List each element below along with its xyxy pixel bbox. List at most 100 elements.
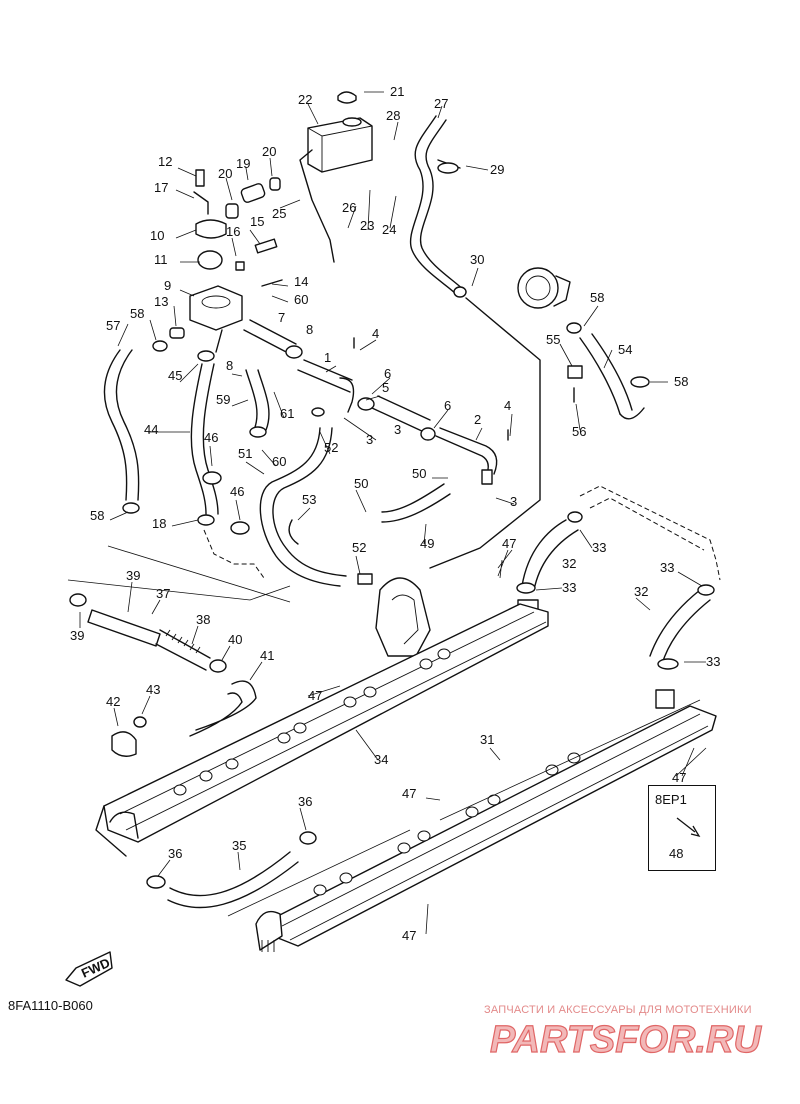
variant-box: 8EP1 48 [648, 785, 716, 871]
callout-47: 47 [502, 536, 516, 551]
callout-18: 18 [152, 516, 166, 531]
callout-45: 45 [168, 368, 182, 383]
callout-29: 29 [490, 162, 504, 177]
callout-12: 12 [158, 154, 172, 169]
callout-60: 60 [294, 292, 308, 307]
callout-36: 36 [168, 846, 182, 861]
callout-13: 13 [154, 294, 168, 309]
callout-47: 47 [308, 688, 322, 703]
callout-40: 40 [228, 632, 242, 647]
callout-3: 3 [394, 422, 401, 437]
callout-3: 3 [366, 432, 373, 447]
callout-35: 35 [232, 838, 246, 853]
callout-58: 58 [590, 290, 604, 305]
leader-lines [79, 91, 707, 935]
callout-56: 56 [572, 424, 586, 439]
callout-33: 33 [706, 654, 720, 669]
callout-17: 17 [154, 180, 168, 195]
callout-52: 52 [352, 540, 366, 555]
left-long-hoses [103, 349, 265, 579]
forward-arrow: FWD [65, 951, 113, 987]
callout-47: 47 [672, 770, 686, 785]
callout-57: 57 [106, 318, 120, 333]
callout-7: 7 [278, 310, 285, 325]
callout-50: 50 [412, 466, 426, 481]
water-pump-cover [375, 577, 431, 657]
upper-return-hose [409, 115, 541, 569]
heat-exchanger-front [95, 603, 549, 857]
callout-33: 33 [562, 580, 576, 595]
callout-9: 9 [164, 278, 171, 293]
callout-41: 41 [260, 648, 274, 663]
lower-connecting-hose [146, 831, 317, 909]
callout-6: 6 [384, 366, 391, 381]
callout-10: 10 [150, 228, 164, 243]
reservoir-cap [337, 91, 357, 104]
callout-27: 27 [434, 96, 448, 111]
callout-6: 6 [444, 398, 451, 413]
callout-labels: 1 2 3 3 3 4 4 5 6 6 7 8 8 9 10 11 12 13 … [70, 84, 720, 943]
callout-34: 34 [374, 752, 388, 767]
middle-hoses [245, 369, 451, 587]
left-small-parts [67, 545, 291, 757]
callout-47: 47 [402, 928, 416, 943]
callout-33: 33 [592, 540, 606, 555]
hose-32-pair [516, 511, 715, 709]
callout-3: 3 [510, 494, 517, 509]
callout-15: 15 [250, 214, 264, 229]
bolt-icon [676, 817, 701, 838]
callout-16: 16 [226, 224, 240, 239]
callout-49: 49 [420, 536, 434, 551]
callout-8: 8 [226, 358, 233, 373]
callout-50: 50 [354, 476, 368, 491]
callout-39: 39 [126, 568, 140, 583]
callout-47: 47 [402, 786, 416, 801]
coolant-reservoir-tank [299, 91, 373, 263]
callout-31: 31 [480, 732, 494, 747]
callout-4: 4 [504, 398, 511, 413]
callout-28: 28 [386, 108, 400, 123]
thermostat-housing [189, 219, 243, 353]
variant-label: 8EP1 [655, 792, 687, 807]
callout-58: 58 [674, 374, 688, 389]
callout-37: 37 [156, 586, 170, 601]
callout-46: 46 [204, 430, 218, 445]
callout-43: 43 [146, 682, 160, 697]
watermark-tagline: ЗАПЧАСТИ И АКСЕССУАРЫ ДЛЯ МОТОТЕХНИКИ [484, 1004, 752, 1016]
watermark-logo-text: PARTSFOR.RU [490, 1019, 762, 1061]
engine-side-hoses [243, 319, 509, 485]
callout-60: 60 [272, 454, 286, 469]
callout-19: 19 [236, 156, 250, 171]
right-pump-assembly [517, 267, 650, 420]
callout-26: 26 [342, 200, 356, 215]
callout-2: 2 [474, 412, 481, 427]
callout-36: 36 [298, 794, 312, 809]
diagram-code: 8FA1110-B060 [8, 998, 93, 1013]
callout-42: 42 [106, 694, 120, 709]
heat-exchanger-rear [227, 699, 717, 952]
callout-32: 32 [634, 584, 648, 599]
right-dashed-pipe [579, 485, 721, 581]
callout-30: 30 [470, 252, 484, 267]
callout-58: 58 [90, 508, 104, 523]
callout-4: 4 [372, 326, 379, 341]
callout-5: 5 [382, 380, 389, 395]
callout-22: 22 [298, 92, 312, 107]
variant-part-number: 48 [669, 846, 684, 861]
callout-44: 44 [144, 422, 158, 437]
callout-25: 25 [272, 206, 286, 221]
callout-20: 20 [262, 144, 276, 159]
callout-8: 8 [306, 322, 313, 337]
callout-58: 58 [130, 306, 144, 321]
callout-55: 55 [546, 332, 560, 347]
callout-32: 32 [562, 556, 576, 571]
callout-52: 52 [324, 440, 338, 455]
callout-20: 20 [218, 166, 232, 181]
callout-46: 46 [230, 484, 244, 499]
small-fittings [152, 169, 283, 352]
callout-53: 53 [302, 492, 316, 507]
callout-11: 11 [154, 252, 168, 267]
callout-21: 21 [390, 84, 404, 99]
